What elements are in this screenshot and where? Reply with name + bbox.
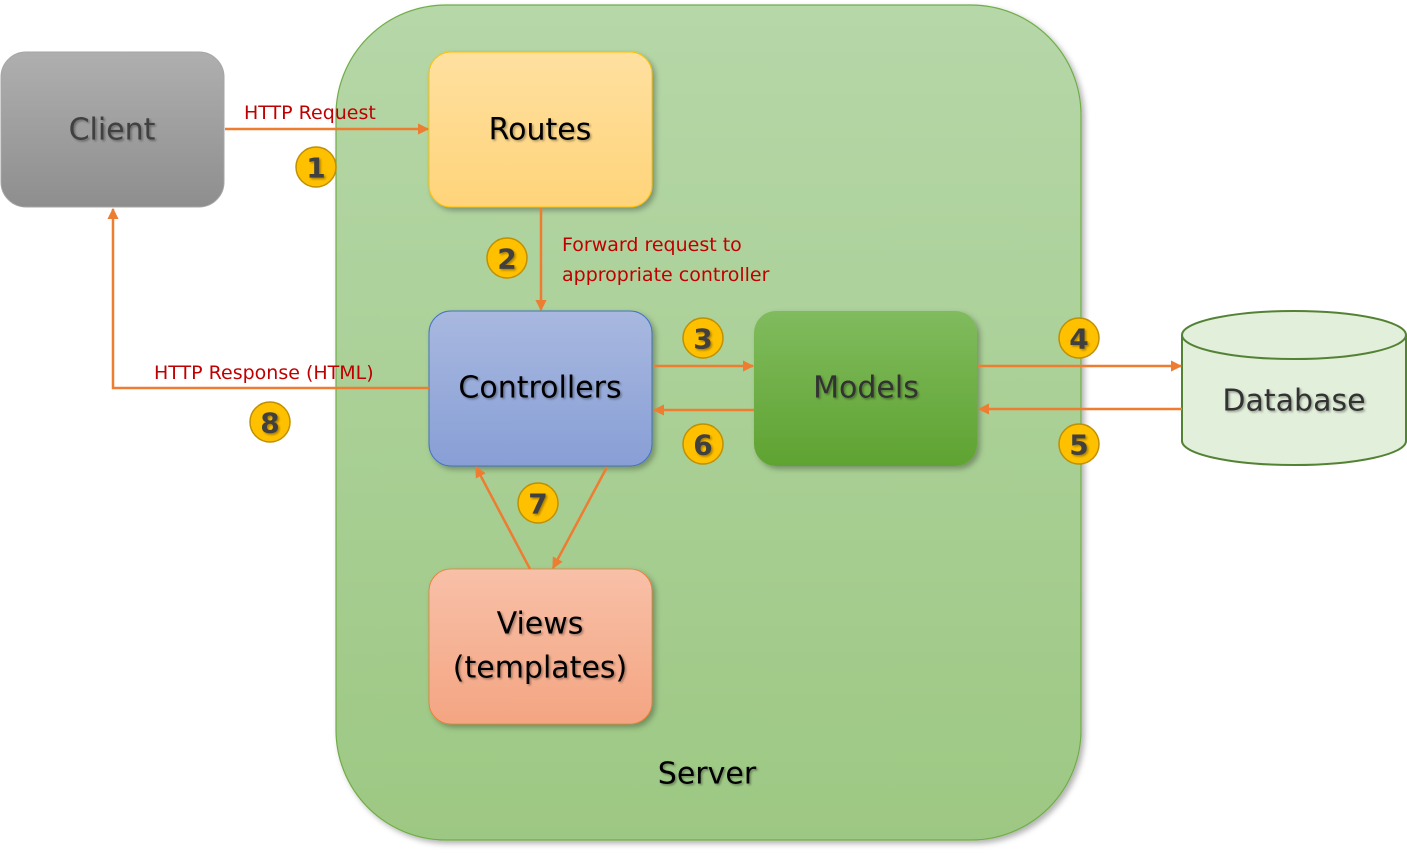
step-badge-8: 8 <box>249 401 291 443</box>
arrow-views-to-controllers <box>474 466 532 570</box>
svg-text:6: 6 <box>693 429 712 462</box>
svg-text:4: 4 <box>1069 323 1088 356</box>
step-badge-1: 1 <box>295 146 337 188</box>
svg-text:8: 8 <box>260 407 279 440</box>
svg-text:1: 1 <box>306 152 325 185</box>
step-badge-4: 4 <box>1058 317 1100 359</box>
models-node: Models <box>754 311 977 466</box>
controllers-node: Controllers <box>428 310 653 467</box>
views-label-line1: Views <box>497 607 584 642</box>
step-badge-5: 5 <box>1058 423 1100 465</box>
forward-request-label-line2: appropriate controller <box>562 264 770 286</box>
client-label: Client <box>69 113 156 148</box>
svg-text:2: 2 <box>497 243 516 276</box>
step-badge-3: 3 <box>682 317 724 359</box>
models-label: Models <box>813 371 919 406</box>
step-badge-7: 7 <box>517 482 559 524</box>
controllers-label: Controllers <box>458 371 621 406</box>
views-node: Views (templates) <box>428 568 653 725</box>
step-badge-6: 6 <box>682 423 724 465</box>
views-label-line2: (templates) <box>453 651 627 686</box>
svg-text:3: 3 <box>693 323 712 356</box>
svg-text:5: 5 <box>1069 429 1088 462</box>
svg-text:7: 7 <box>528 488 547 521</box>
step-badge-2: 2 <box>486 237 528 279</box>
server-label: Server <box>658 757 757 792</box>
database-node: Database <box>1181 310 1407 466</box>
forward-request-label-line1: Forward request to <box>562 234 742 256</box>
http-request-label: HTTP Request <box>244 102 376 124</box>
routes-label: Routes <box>489 113 592 148</box>
routes-node: Routes <box>428 51 653 208</box>
client-node: Client <box>0 51 225 208</box>
arrow-controllers-to-client <box>107 207 429 390</box>
database-label: Database <box>1222 384 1365 419</box>
http-response-label: HTTP Response (HTML) <box>154 362 374 384</box>
arrow-controllers-to-views <box>551 466 609 569</box>
